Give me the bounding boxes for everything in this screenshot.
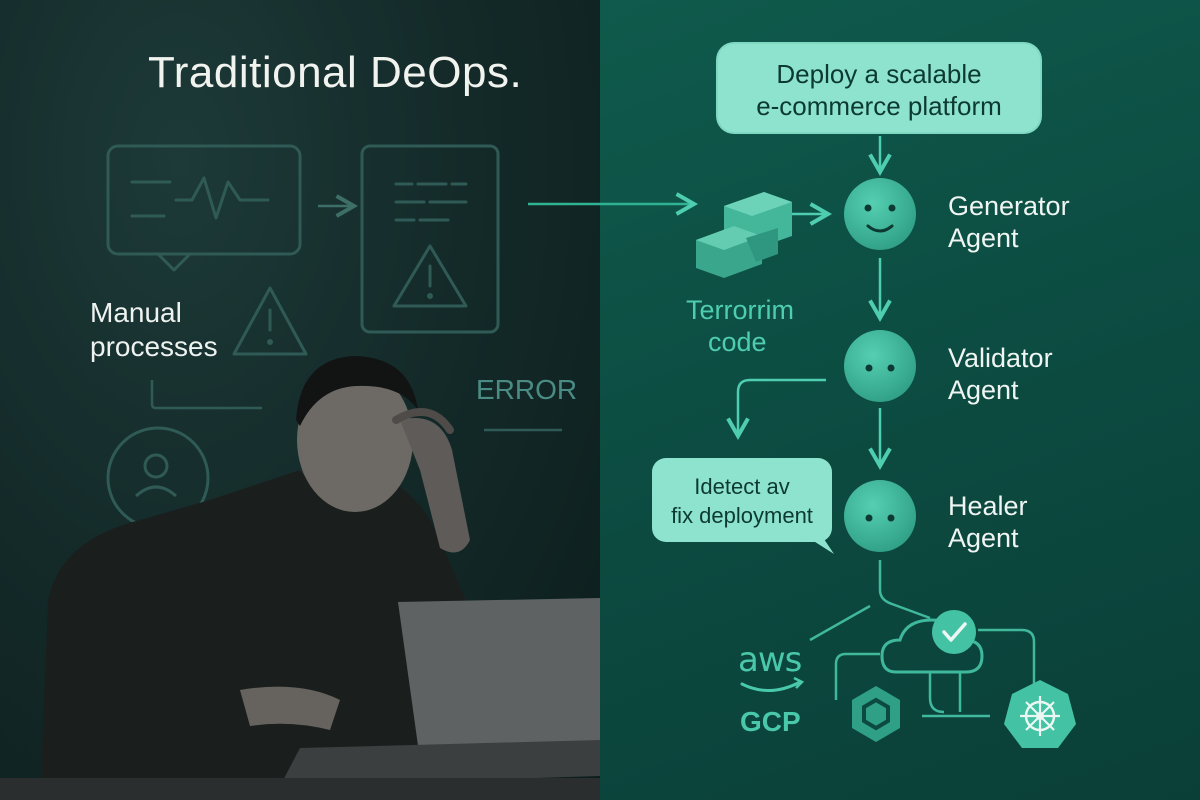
healer-speech-bubble: Idetect av fix deployment <box>652 458 832 542</box>
code-line-2: code <box>708 327 767 357</box>
prompt-line-1: Deploy a scalable <box>776 59 982 89</box>
agent-suffix: Agent <box>948 523 1019 553</box>
gcp-logo-text: GCP <box>740 706 801 737</box>
kubernetes-icon <box>1004 680 1076 748</box>
agent-name: Validator <box>948 343 1053 373</box>
connector-line <box>150 380 262 410</box>
aws-smile-icon <box>740 680 802 692</box>
warning-icon <box>232 286 308 356</box>
gcp-hexagon-icon <box>852 686 900 742</box>
prompt-bubble: Deploy a scalable e-commerce platform <box>718 44 1040 132</box>
checkmark-icon <box>932 610 976 654</box>
laptop-illustration <box>0 598 600 800</box>
cloud-icon <box>880 618 984 674</box>
code-line-1: Terrorrim <box>686 295 794 325</box>
validator-agent-icon <box>844 330 916 402</box>
agent-suffix: Agent <box>948 375 1019 405</box>
manual-line-1: Manual <box>90 297 182 328</box>
agent-name: Generator <box>948 191 1070 221</box>
bubble-line-1: Idetect av <box>694 474 790 499</box>
document-warning-icon <box>360 144 500 334</box>
healer-agent-icon <box>844 480 916 552</box>
monitor-icon <box>106 144 302 272</box>
agent-name: Healer <box>948 491 1028 521</box>
bubble-line-2: fix deployment <box>671 503 813 528</box>
stressed-person-illustration <box>40 356 480 800</box>
ai-agents-panel <box>600 0 1200 800</box>
page-title: Traditional DeOps. <box>148 48 523 97</box>
manual-processes-label: Manual processes <box>90 296 218 364</box>
validator-agent-label: Validator Agent <box>948 342 1053 406</box>
aws-arrow-icon <box>793 676 805 689</box>
manual-line-2: processes <box>90 331 218 362</box>
terraform-code-label: Terrorrim code <box>686 294 794 358</box>
deployment-connectors <box>809 560 1036 718</box>
generator-agent-icon <box>844 178 916 250</box>
generator-agent-label: Generator Agent <box>948 190 1070 254</box>
prompt-line-2: e-commerce platform <box>756 91 1002 121</box>
error-label: ERROR <box>476 374 578 405</box>
terraform-blocks-icon <box>696 192 792 278</box>
healer-agent-label: Healer Agent <box>948 490 1028 554</box>
agent-suffix: Agent <box>948 223 1019 253</box>
arrow-icon <box>726 378 826 441</box>
aws-logo-text: aws <box>738 640 802 680</box>
